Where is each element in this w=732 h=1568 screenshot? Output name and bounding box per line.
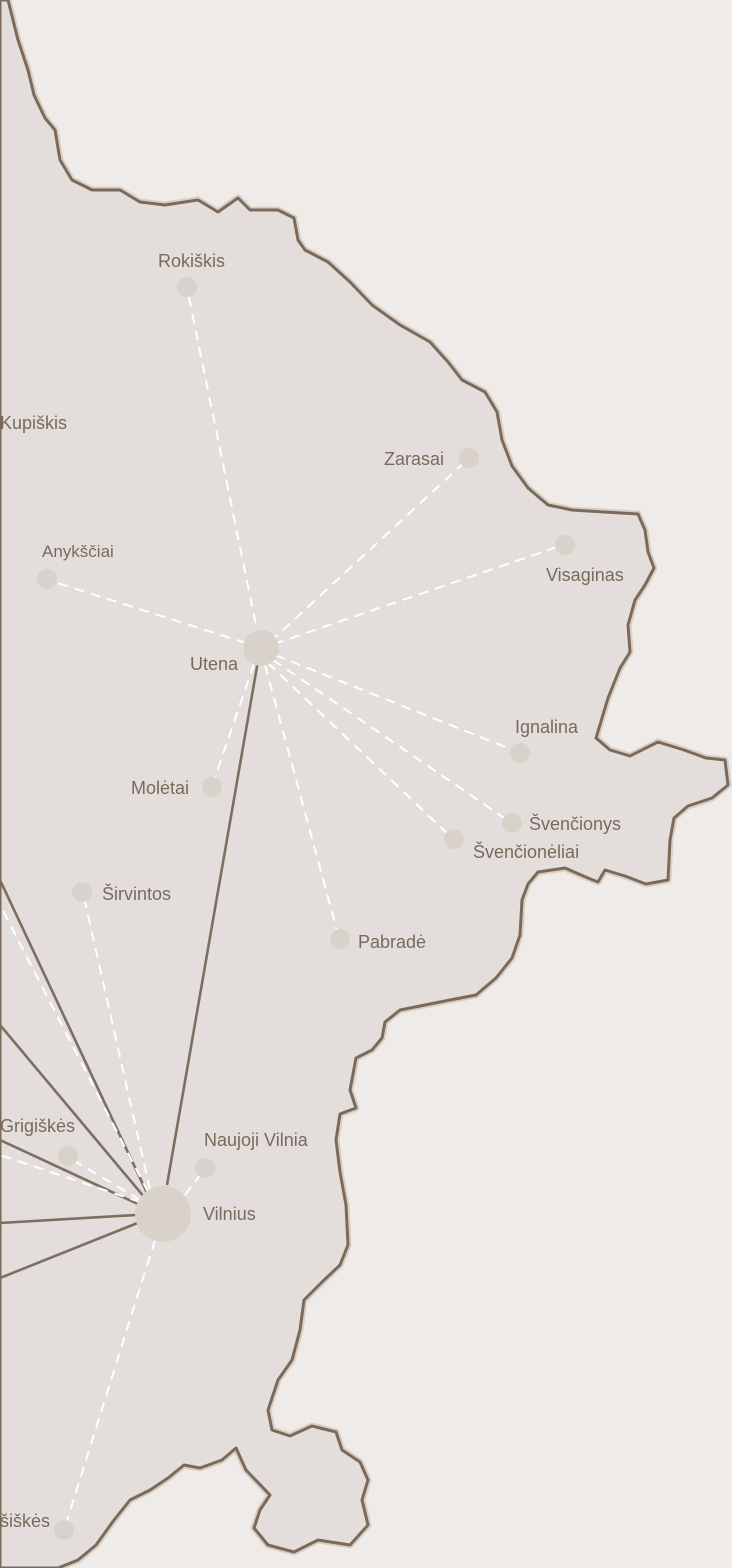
label-pabrade: Pabradė — [358, 932, 426, 952]
dot-naujoji-vilnia[interactable] — [195, 1158, 215, 1178]
dot-grigiskes[interactable] — [58, 1146, 78, 1166]
label-vilnius: Vilnius — [203, 1204, 256, 1224]
route-vilnius-west-5 — [0, 1220, 141, 1280]
route-utena-pabrade — [264, 664, 340, 939]
dot-utena[interactable] — [243, 630, 279, 666]
route-vilnius-west-2 — [0, 1024, 146, 1199]
label-naujoji-vilnia: Naujoji Vilnia — [204, 1130, 309, 1150]
label-utena: Utena — [190, 654, 239, 674]
label-svencionys: Švenčionys — [529, 813, 621, 834]
dot-zarasai[interactable] — [459, 448, 479, 468]
dot-anyksciai[interactable] — [37, 569, 57, 589]
route-utena-moletai — [211, 663, 255, 787]
route-vilnius-west-4 — [0, 1213, 137, 1225]
dot-elektrenai[interactable] — [54, 1520, 74, 1540]
dot-visaginas[interactable] — [555, 535, 575, 555]
dot-moletai[interactable] — [202, 777, 222, 797]
label-grigiskes: Grigiškės — [0, 1116, 75, 1136]
label-sirvintos: Širvintos — [102, 883, 171, 904]
label-rokiskis: Rokiškis — [158, 251, 225, 271]
route-vilnius-west-dashed-2 — [0, 1154, 141, 1203]
route-utena-rokiskis — [186, 287, 260, 641]
dot-vilnius[interactable] — [135, 1186, 191, 1242]
city-labels: Rokiškis Kupiškis Zarasai Anykščiai Visa… — [0, 251, 624, 1531]
route-utena-svencionys — [272, 659, 511, 823]
route-vilnius-grigiskes — [67, 1156, 141, 1201]
route-vilnius-west-dashed-1 — [0, 904, 149, 1193]
label-moletai: Molėtai — [131, 778, 189, 798]
route-utena-anyksciai — [47, 579, 247, 644]
dot-rokiskis[interactable] — [177, 277, 197, 297]
route-vilnius-utena — [165, 654, 261, 1186]
dot-pabrade[interactable] — [330, 929, 350, 949]
label-ignalina: Ignalina — [515, 717, 579, 737]
label-anyksciai: Anykščiai — [42, 542, 114, 561]
dot-svencioneliai[interactable] — [444, 829, 464, 849]
label-visaginas: Visaginas — [546, 565, 624, 585]
route-utena-zarasai — [269, 459, 468, 643]
dot-sirvintos[interactable] — [72, 882, 92, 902]
route-utena-ignalina — [274, 654, 519, 753]
label-elektrenai-partial: šiškės — [0, 1511, 50, 1531]
city-dots — [37, 277, 575, 1540]
route-utena-svencioneliai — [267, 662, 453, 839]
dot-ignalina[interactable] — [510, 743, 530, 763]
dashed-routes — [0, 287, 564, 1531]
dot-svencionys[interactable] — [502, 813, 522, 833]
label-kupiskis: Kupiškis — [0, 413, 67, 433]
label-svencioneliai: Švenčionėliai — [473, 841, 579, 862]
label-zarasai: Zarasai — [384, 449, 444, 469]
